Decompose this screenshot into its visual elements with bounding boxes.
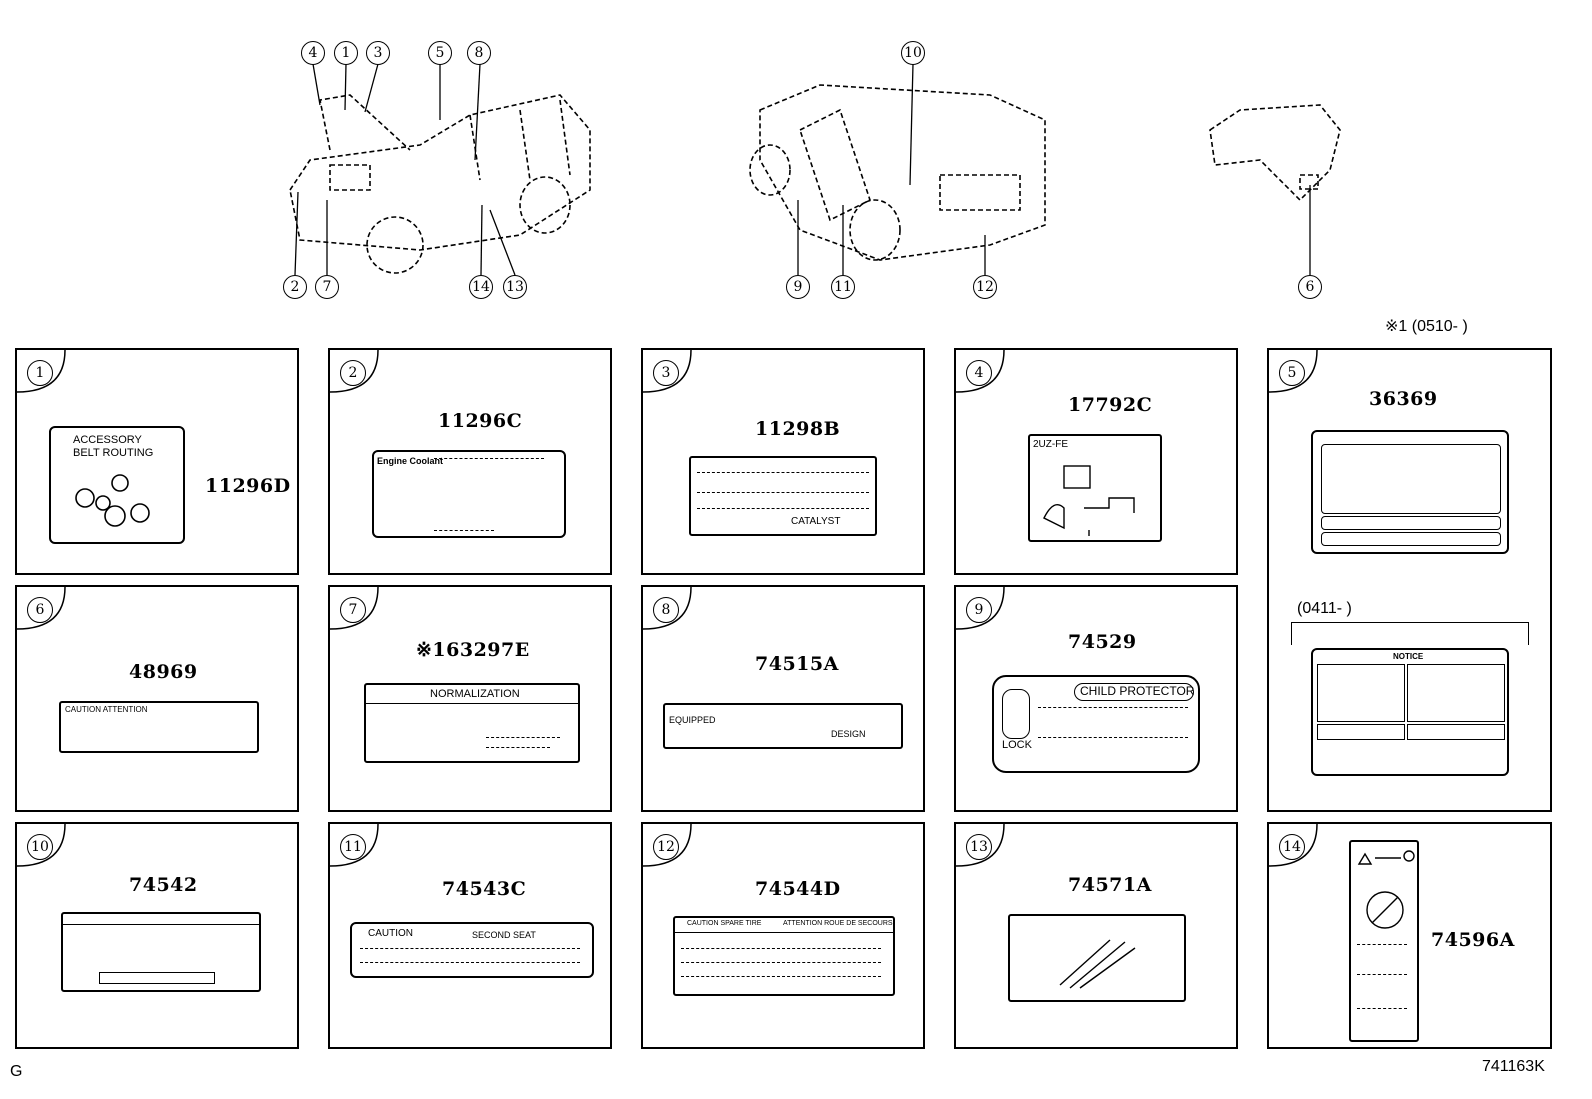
callout-12: 12 [973,275,997,299]
design-text: DESIGN [831,729,866,739]
part-number-74529: 74529 [1068,631,1137,653]
callout-13: 13 [503,275,527,299]
panel-9: 9 74529 CHILD PROTECTOR LOCK [954,585,1238,812]
footer-left-code: G [10,1063,23,1080]
second-seat-text: SECOND SEAT [472,930,536,940]
panel-10: 10 74542 [15,822,299,1049]
glass-label [1008,914,1186,1002]
normalization-label: NORMALIZATION [364,683,580,763]
notice-date-range: (0411- ) [1297,600,1352,617]
panel-8: 8 74515A EQUIPPED DESIGN [641,585,925,812]
airbag-warning-label [1349,840,1419,1042]
panel-number-14: 14 [1269,824,1319,868]
accessory-belt-label: ACCESSORY BELT ROUTING [49,426,185,544]
child-protector-label: CHILD PROTECTOR LOCK [992,675,1200,773]
engine-coolant-label: Engine Coolant [372,450,566,538]
second-seat-caution-label: CAUTION SECOND SEAT [350,922,594,978]
part-number-17792C: 17792C [1068,394,1153,416]
panel-number-11: 11 [330,824,380,868]
panel-3: 3 11298B CATALYST [641,348,925,575]
engine-coolant-text: Engine Coolant [377,456,443,466]
panel-number-12: 12 [643,824,693,868]
callout-6: 6 [1298,275,1322,299]
vehicle-locator-illustration [289,63,1341,276]
part-number-74571A: 74571A [1068,874,1152,896]
panel-number-13: 13 [956,824,1006,868]
panel-number-8: 8 [643,587,693,631]
catalyst-text: CATALYST [791,516,841,527]
callout-1: 1 [334,41,358,65]
part-number-74543C: 74543C [442,878,527,900]
panel-5: 5 36369 (0411- ) NOTICE [1267,348,1552,812]
panel-13: 13 74571A [954,822,1238,1049]
panel-14: 14 74596A [1267,822,1552,1049]
panel-number-4: 4 [956,350,1006,394]
callout-2: 2 [283,275,307,299]
panel-1: 1 ACCESSORY BELT ROUTING 11296D [15,348,299,575]
label-line-2: BELT ROUTING [73,447,154,459]
part-number-48969: 48969 [129,661,198,683]
panel-12: 12 74544D CAUTION SPARE TIRE ATTENTION R… [641,822,925,1049]
normalization-text: NORMALIZATION [430,688,520,700]
callout-14: 14 [469,275,493,299]
part-number-11298B: 11298B [755,418,841,440]
engine-vacuum-label: 2UZ-FE [1028,434,1162,542]
callout-9: 9 [786,275,810,299]
child-protector-text: CHILD PROTECTOR [1080,684,1195,698]
part-number-11296C: 11296C [438,410,523,432]
spare-tire-text: CAUTION SPARE TIRE [687,920,762,927]
equipped-design-label: EQUIPPED DESIGN [663,703,903,749]
callout-7: 7 [315,275,339,299]
panel-number-2: 2 [330,350,380,394]
panel-number-7: 7 [330,587,380,631]
part-number-74544D: 74544D [755,878,841,900]
callout-4: 4 [301,41,325,65]
part-number-11296D: 11296D [205,475,291,497]
part-number-36369: 36369 [1369,388,1438,410]
lock-text: LOCK [1002,739,1032,751]
callout-3: 3 [366,41,390,65]
part-number-74515A: 74515A [755,653,839,675]
panel-4: 4 17792C 2UZ-FE [954,348,1238,575]
part-number-163297E: ※163297E [416,639,530,661]
footer-right-code: 741163K [1482,1058,1545,1075]
panel-11: 11 74543C CAUTION SECOND SEAT [328,822,612,1049]
caution-attention-text: CAUTION ATTENTION [65,705,148,714]
part-number-74542: 74542 [129,874,198,896]
panel-number-3: 3 [643,350,693,394]
notice-label-lower: NOTICE [1311,648,1509,776]
roue-de-secours-text: ATTENTION ROUE DE SECOURS [783,920,893,927]
equipped-text: EQUIPPED [669,715,716,725]
header-note: ※1 (0510- ) [1385,318,1468,335]
part-number-74596A: 74596A [1431,929,1515,951]
spare-tire-caution-label: CAUTION SPARE TIRE ATTENTION ROUE DE SEC… [673,916,895,996]
panel-number-10: 10 [17,824,67,868]
panel-6: 6 48969 CAUTION ATTENTION [15,585,299,812]
seat-label [61,912,261,992]
panel-number-5: 5 [1269,350,1319,394]
callout-8: 8 [467,41,491,65]
caution-text: CAUTION [368,928,413,939]
callout-10: 10 [901,41,925,65]
notice-label-upper [1311,430,1509,554]
label-line-1: ACCESSORY [73,434,142,446]
callout-11: 11 [831,275,855,299]
caution-attention-label: CAUTION ATTENTION [59,701,259,753]
callout-5: 5 [428,41,452,65]
panel-number-9: 9 [956,587,1006,631]
panel-number-6: 6 [17,587,67,631]
panel-7: 7 ※163297E NORMALIZATION [328,585,612,812]
engine-code-text: 2UZ-FE [1033,439,1068,450]
catalyst-label: CATALYST [689,456,877,536]
panel-number-1: 1 [17,350,67,394]
panel-2: 2 11296C Engine Coolant [328,348,612,575]
notice-text: NOTICE [1393,652,1424,661]
